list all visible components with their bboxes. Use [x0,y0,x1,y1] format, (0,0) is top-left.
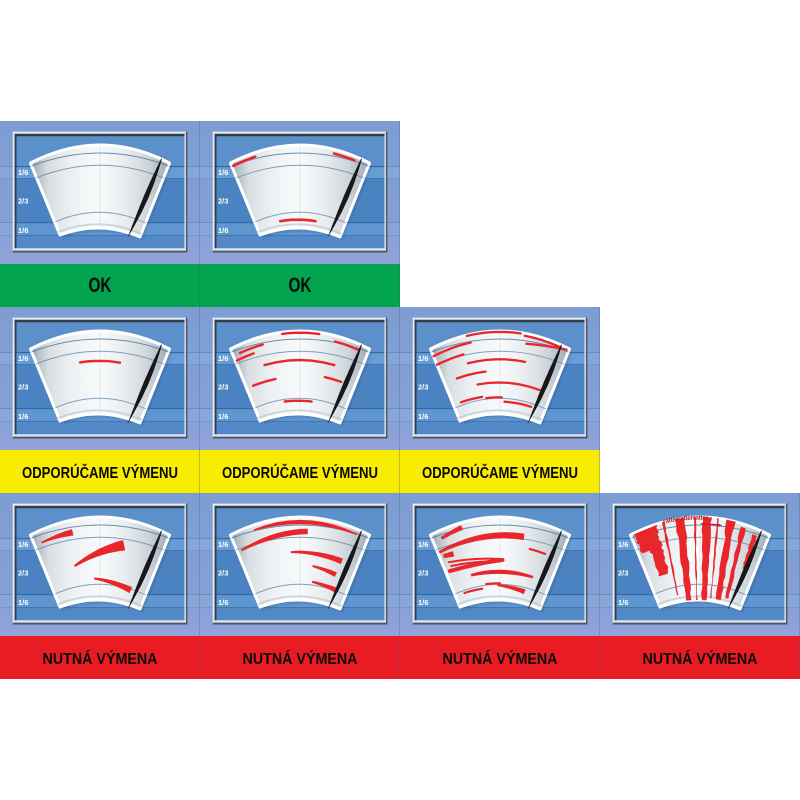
svg-text:NUTNÁ VÝMENA: NUTNÁ VÝMENA [443,650,558,668]
svg-text:ODPORÚČAME VÝMENU: ODPORÚČAME VÝMENU [422,464,578,482]
svg-text:1/6: 1/6 [218,412,228,421]
svg-text:1/6: 1/6 [218,168,228,177]
svg-text:1/6: 1/6 [18,226,28,235]
svg-text:ratterratterratter: ratterratterratter [662,515,708,526]
svg-text:1/6: 1/6 [218,540,228,549]
svg-text:1/6: 1/6 [218,354,228,363]
svg-text:2/3: 2/3 [18,383,28,392]
svg-text:2/3: 2/3 [18,569,28,578]
svg-text:2/3: 2/3 [218,383,228,392]
svg-text:2/3: 2/3 [618,569,628,578]
svg-text:1/6: 1/6 [218,226,228,235]
svg-text:OK: OK [89,274,112,297]
svg-text:1/6: 1/6 [618,540,628,549]
svg-text:1/6: 1/6 [18,540,28,549]
svg-text:NUTNÁ VÝMENA: NUTNÁ VÝMENA [643,650,758,668]
svg-text:NUTNÁ VÝMENA: NUTNÁ VÝMENA [243,650,358,668]
svg-text:2/3: 2/3 [18,197,28,206]
svg-text:2/3: 2/3 [418,383,428,392]
svg-text:1/6: 1/6 [418,540,428,549]
svg-text:1/6: 1/6 [618,598,628,607]
svg-text:1/6: 1/6 [18,598,28,607]
svg-text:2/3: 2/3 [418,569,428,578]
svg-text:1/6: 1/6 [418,412,428,421]
svg-text:ODPORÚČAME VÝMENU: ODPORÚČAME VÝMENU [22,464,178,482]
svg-text:OK: OK [289,274,312,297]
svg-text:1/6: 1/6 [218,598,228,607]
svg-text:2/3: 2/3 [218,569,228,578]
svg-text:1/6: 1/6 [18,412,28,421]
svg-text:NUTNÁ VÝMENA: NUTNÁ VÝMENA [43,650,158,668]
svg-text:ODPORÚČAME VÝMENU: ODPORÚČAME VÝMENU [222,464,378,482]
svg-text:1/6: 1/6 [18,168,28,177]
svg-text:1/6: 1/6 [18,354,28,363]
svg-text:1/6: 1/6 [418,598,428,607]
svg-text:2/3: 2/3 [218,197,228,206]
svg-text:1/6: 1/6 [418,354,428,363]
